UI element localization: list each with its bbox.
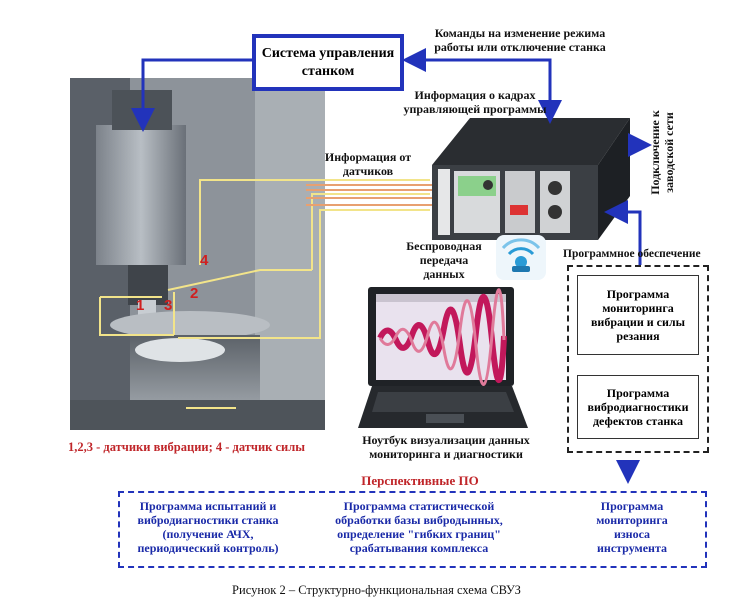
software-box: Программа мониторинга вибрации и силы ре… xyxy=(567,265,709,453)
sensor-mark-3: 3 xyxy=(164,297,173,314)
control-system-box: Системa управления станком xyxy=(252,34,404,91)
factory-net-label: Подключение к заводской сети xyxy=(648,110,676,195)
program-info-label: Информация о кадрах управляющей программ… xyxy=(403,88,547,116)
sensor-mark-2: 2 xyxy=(190,285,199,302)
laptop-caption: Ноутбук визуализации данных мониторинга … xyxy=(362,433,530,461)
sensor-legend: 1,2,3 - датчики вибрации; 4 - датчик сил… xyxy=(68,440,306,454)
commands-label: Команды на изменение режима работы или о… xyxy=(434,26,606,54)
software-label: Программное обеспечение xyxy=(563,248,701,260)
perspective-item-wear: Программа мониторинга износа инструмента xyxy=(596,499,668,555)
figure-caption: Рисунок 2 – Структурно-функциональная сх… xyxy=(232,583,521,597)
perspective-item-testing: Программа испытаний и вибродиагностики с… xyxy=(137,499,279,555)
perspective-box: Программа испытаний и вибродиагностики с… xyxy=(118,491,707,568)
software-program-diagnostics: Программа вибродиагностики дефектов стан… xyxy=(577,375,699,439)
perspective-title: Перспективные ПО xyxy=(361,473,479,488)
sensor-info-label: Информация от датчиков xyxy=(324,150,412,178)
sensor-mark-1: 1 xyxy=(136,297,145,314)
perspective-item-statistics: Программа статистической обработки базы … xyxy=(335,499,503,555)
software-program-monitoring: Программа мониторинга вибрации и силы ре… xyxy=(577,275,699,355)
sensor-mark-4: 4 xyxy=(200,252,209,269)
wireless-label: Беспроводная передача данных xyxy=(406,239,482,281)
control-system-label: Системa управления станком xyxy=(261,45,395,79)
